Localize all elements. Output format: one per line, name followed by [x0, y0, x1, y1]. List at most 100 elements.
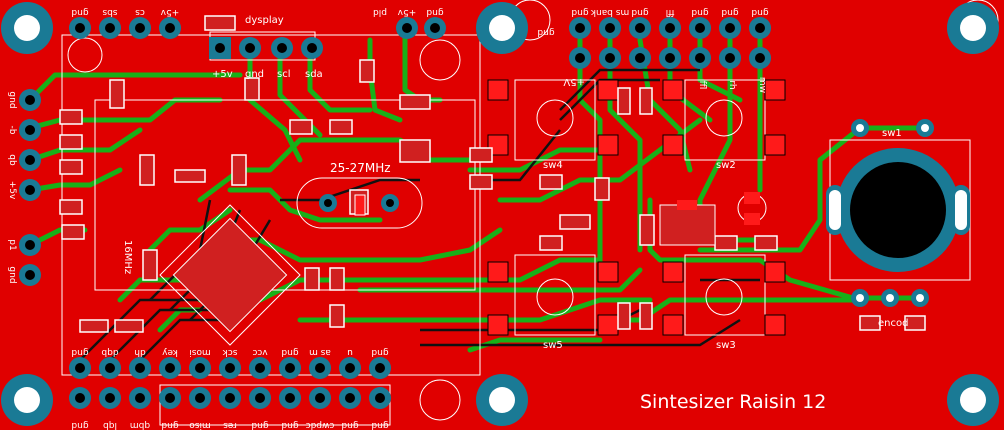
pin-label: rh — [727, 80, 737, 89]
header-pin — [689, 17, 711, 39]
header-pin — [69, 17, 91, 39]
header-pin — [249, 357, 271, 379]
header-pin — [749, 47, 771, 69]
header-pin — [279, 357, 301, 379]
pin-label: gnd — [251, 420, 268, 430]
pin-label: sbs — [102, 7, 117, 17]
pin-label: vcc — [252, 347, 267, 357]
header-pin — [249, 387, 271, 409]
header-pin — [19, 119, 41, 141]
pin-label: res — [223, 420, 237, 430]
sw5-outline — [514, 254, 596, 336]
pin-label: +5v — [160, 7, 179, 17]
header-pin — [19, 234, 41, 256]
display-pin — [301, 37, 323, 59]
pin-label: qbm — [130, 420, 150, 430]
switch-pads — [487, 79, 786, 336]
display-label: dysplay — [245, 15, 284, 26]
pin-label: p1 — [7, 239, 17, 250]
pin-label: gnd — [341, 420, 358, 430]
header-pin — [309, 357, 331, 379]
header-pin — [99, 387, 121, 409]
sw5-label: sw5 — [543, 340, 563, 351]
pin-label: +5v — [7, 181, 17, 200]
header-pin — [219, 357, 241, 379]
display-pin — [209, 37, 231, 59]
scl-label: scl — [277, 69, 291, 80]
header-pin — [749, 17, 771, 39]
header-pin — [599, 47, 621, 69]
pin-label: ffl — [666, 7, 675, 17]
header-pin — [189, 387, 211, 409]
pin-label: gnd — [691, 7, 708, 17]
pin-label: gnd — [71, 347, 88, 357]
header-pin — [369, 387, 391, 409]
encod-label: encod — [878, 318, 908, 329]
header-pin — [19, 149, 41, 171]
header-pin — [719, 47, 741, 69]
header-pin — [159, 357, 181, 379]
encoder-knob — [826, 148, 970, 272]
pin-label: gnd — [281, 347, 298, 357]
pin-label: gnd — [7, 91, 17, 108]
plus5v-label: +5v — [212, 69, 233, 80]
pin-label: mw — [757, 77, 767, 93]
pin-label: gnd — [161, 420, 178, 430]
header-pin — [369, 357, 391, 379]
header-pin — [659, 17, 681, 39]
header-pin — [629, 47, 651, 69]
pin-label: +5v — [397, 7, 416, 17]
pin-label: gnd — [751, 7, 768, 17]
pin-label: gnd — [721, 7, 738, 17]
display-pin — [271, 37, 293, 59]
pin-label: gnd — [71, 420, 88, 430]
header-pin — [309, 387, 331, 409]
header-pin — [279, 387, 301, 409]
header-pin — [219, 387, 241, 409]
header-pin — [569, 17, 591, 39]
header-pin — [129, 357, 151, 379]
gnd-label: gnd — [245, 69, 264, 80]
header-pin — [599, 17, 621, 39]
sw2-label: sw2 — [716, 160, 736, 171]
pin-label: qb — [7, 154, 17, 166]
sda-label: sda — [305, 69, 323, 80]
pin-label: gnd — [631, 7, 648, 17]
board-title: Sintesizer Raisin 12 — [640, 391, 826, 413]
header-pin — [19, 89, 41, 111]
pin-label: as m — [309, 347, 331, 357]
header-pin — [424, 17, 446, 39]
pin-label: gnd — [571, 7, 588, 17]
header-pin — [689, 47, 711, 69]
display-pin — [239, 37, 261, 59]
silk-labels: dysplay 25-27MHz 16MHz sw1 sw2 sw3 sw4 s… — [122, 15, 908, 351]
led-label: +5V — [563, 76, 585, 87]
crystal-pads — [319, 194, 399, 216]
header-pin — [99, 357, 121, 379]
pin-label: gnd — [426, 7, 443, 17]
pin-label: miso — [189, 420, 211, 430]
pin-label: dqb — [101, 347, 118, 357]
header-pin — [69, 357, 91, 379]
header-pin — [659, 47, 681, 69]
pin-label: cs — [135, 7, 145, 17]
pin-label: sck — [222, 347, 238, 357]
crystal-label: 25-27MHz — [330, 161, 391, 175]
pin-label: key — [161, 347, 177, 357]
pin-label: mosi — [189, 347, 210, 357]
header-pin — [159, 17, 181, 39]
qfp-chip — [172, 217, 288, 333]
regulator — [659, 204, 716, 246]
sw2-outline — [684, 79, 766, 161]
sw4-label: sw4 — [543, 160, 563, 171]
header-pin — [129, 17, 151, 39]
header-pin — [19, 264, 41, 286]
header-pin — [129, 387, 151, 409]
pin-label: ms bank — [590, 7, 629, 17]
pin-label: gnd — [7, 266, 17, 283]
sw1-label: sw1 — [882, 128, 902, 139]
pin-label: u — [347, 347, 353, 357]
pin-label: gnd — [537, 27, 554, 37]
